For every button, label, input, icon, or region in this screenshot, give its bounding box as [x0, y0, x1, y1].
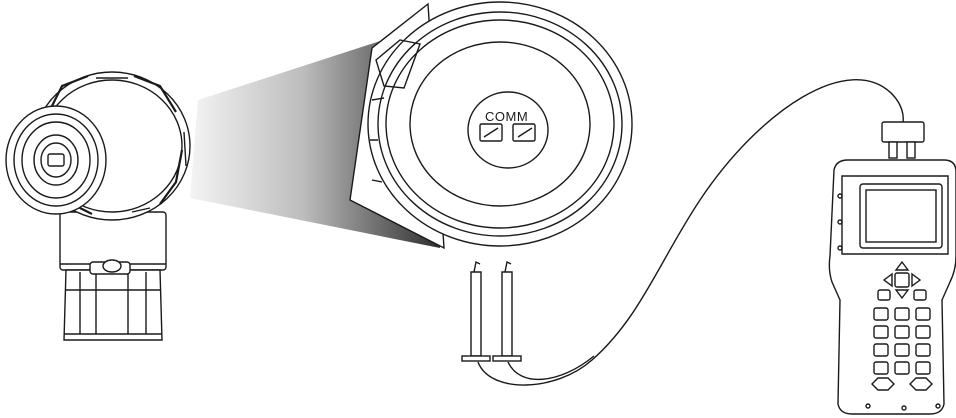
magnified-cover: COMM	[349, 1, 633, 250]
arrow-left-icon	[882, 272, 893, 288]
transmitter-body	[59, 211, 167, 341]
comm-label: COMM	[485, 109, 528, 124]
arrow-right-icon	[911, 272, 922, 288]
transmitter	[5, 71, 191, 341]
probe-tip-right	[492, 355, 522, 362]
arrow-up-icon	[894, 260, 910, 271]
function-key-left	[871, 377, 895, 391]
cable	[477, 79, 904, 386]
test-leads	[461, 260, 522, 362]
communicator-screen	[859, 183, 943, 249]
enter-key	[894, 272, 910, 288]
navigation-pad	[877, 260, 927, 301]
probe-tip-left	[461, 355, 491, 362]
function-key-right	[909, 377, 933, 391]
keypad	[871, 307, 933, 391]
comm-port: COMM	[467, 91, 549, 169]
arrow-down-icon	[894, 289, 910, 300]
transmitter-front-cover	[5, 105, 107, 215]
handheld-communicator	[828, 121, 956, 415]
communicator-plug	[881, 121, 925, 159]
